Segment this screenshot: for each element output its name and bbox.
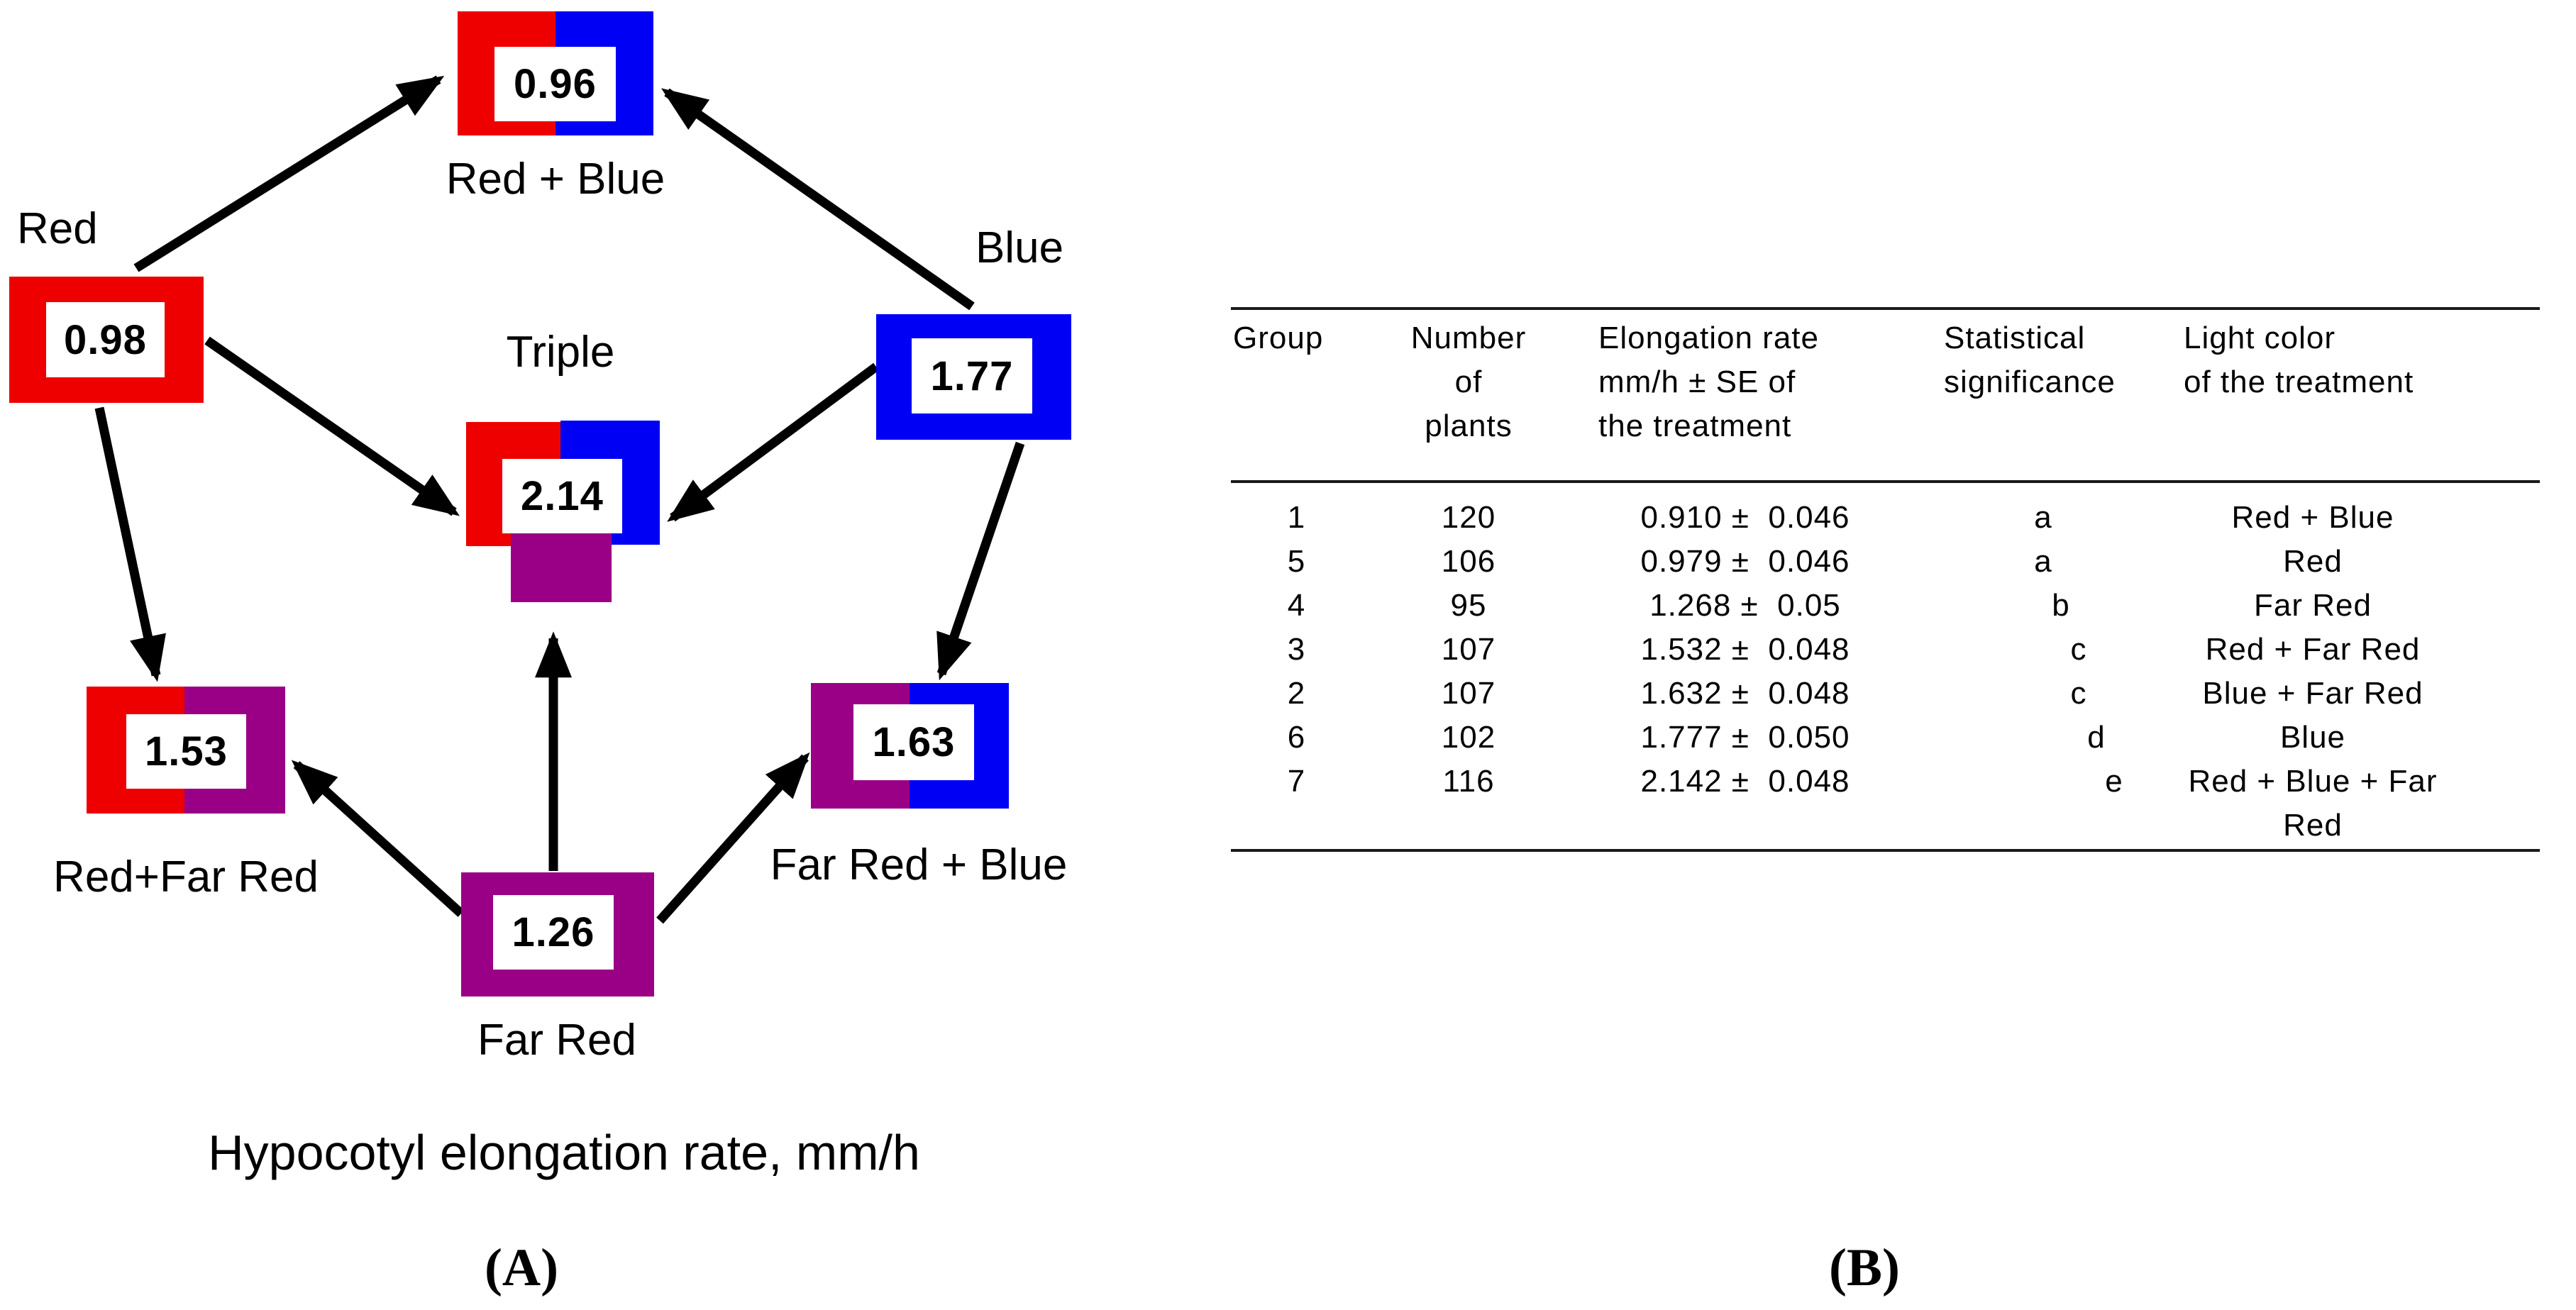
cell-significance: a xyxy=(2034,544,2052,579)
arrow-red-to-red-blue xyxy=(133,75,445,272)
cell-significance: a xyxy=(2034,500,2052,535)
node-far-red-blue-value: 1.63 xyxy=(853,704,974,780)
cell-plants: 107 xyxy=(1441,676,1496,711)
cell-plants: 120 xyxy=(1441,500,1496,535)
cell-group: 2 xyxy=(1287,676,1306,711)
node-far-red-blue: 1.63 xyxy=(811,683,1009,809)
node-red-blue-value: 0.96 xyxy=(494,47,616,121)
node-far-red-value: 1.26 xyxy=(493,895,614,970)
node-red-blue-label: Red + Blue xyxy=(446,155,665,204)
table-row: 6 102 1.777 ± 0.050 d Blue xyxy=(1231,716,2540,760)
table-row: 1 120 0.910 ± 0.046 a Red + Blue xyxy=(1231,496,2540,540)
node-red: 0.98 xyxy=(9,277,204,403)
cell-group: 1 xyxy=(1287,500,1306,535)
cell-rate: 0.910 ± 0.046 xyxy=(1640,500,1850,535)
header-plants: Number of plants xyxy=(1410,321,1527,443)
panel-a-label: (A) xyxy=(484,1238,559,1297)
cell-light-color: Far Red xyxy=(2254,588,2372,623)
cell-light-color: Blue xyxy=(2279,720,2346,755)
node-blue: 1.77 xyxy=(876,314,1071,440)
table-row: 3 107 1.532 ± 0.048 c Red + Far Red xyxy=(1231,628,2540,672)
arrow-red-to-red-far-red xyxy=(94,406,166,682)
node-triple: 2.14 xyxy=(466,421,660,603)
cell-rate: 1.532 ± 0.048 xyxy=(1640,632,1850,667)
cell-significance: d xyxy=(2087,720,2106,755)
table-row: 5 106 0.979 ± 0.046 a Red xyxy=(1231,540,2540,584)
node-red-label: Red xyxy=(17,204,98,253)
cell-significance: e xyxy=(2105,764,2123,799)
node-far-red-label: Far Red xyxy=(477,1016,636,1065)
node-blue-value: 1.77 xyxy=(912,338,1032,413)
cell-significance: c xyxy=(2070,676,2087,711)
table-row: 7 116 2.142 ± 0.048 e Red + Blue + Far R… xyxy=(1231,760,2540,843)
table-body: 1 120 0.910 ± 0.046 a Red + Blue 5 106 0… xyxy=(1231,496,2540,843)
node-triple-value: 2.14 xyxy=(502,459,622,533)
arrow-blue-to-triple xyxy=(667,362,879,522)
node-far-red: 1.26 xyxy=(461,872,654,997)
cell-group: 5 xyxy=(1287,544,1306,579)
arrow-far-red-to-far-red-blue xyxy=(656,752,810,924)
node-red-value: 0.98 xyxy=(46,302,165,377)
arrow-far-red-to-red-far-red xyxy=(291,760,465,917)
cell-group: 7 xyxy=(1287,764,1306,799)
cell-light-color: Red + Far Red xyxy=(2205,632,2421,667)
node-blue-label: Blue xyxy=(975,223,1064,272)
cell-group: 6 xyxy=(1287,720,1306,755)
cell-significance: c xyxy=(2070,632,2087,667)
node-triple-label: Triple xyxy=(506,328,615,377)
arrow-blue-to-red-blue xyxy=(661,88,975,311)
node-far-red-blue-label: Far Red + Blue xyxy=(770,840,1068,889)
cell-significance: b xyxy=(2052,588,2070,623)
table-rule-top xyxy=(1231,307,2540,310)
cell-light-color: Red + Blue xyxy=(2231,500,2394,535)
cell-plants: 116 xyxy=(1442,764,1495,799)
purple-swatch xyxy=(511,533,612,602)
cell-group: 3 xyxy=(1287,632,1306,667)
table-rule-bottom xyxy=(1231,849,2540,852)
cell-rate: 0.979 ± 0.046 xyxy=(1640,544,1850,579)
node-red-far-red-label: Red+Far Red xyxy=(53,853,319,901)
cell-plants: 95 xyxy=(1450,588,1487,623)
node-red-far-red: 1.53 xyxy=(87,687,285,814)
header-rate: Elongation rate mm/h ± SE of the treatme… xyxy=(1598,321,1819,443)
cell-group: 4 xyxy=(1287,588,1306,623)
cell-plants: 102 xyxy=(1441,720,1496,755)
results-table: Group Number of plants Elongation rate m… xyxy=(1231,307,2540,860)
node-red-far-red-value: 1.53 xyxy=(126,714,246,789)
header-light-color: Light color of the treatment xyxy=(2184,321,2414,399)
table-row: 2 107 1.632 ± 0.048 c Blue + Far Red xyxy=(1231,672,2540,716)
cell-plants: 107 xyxy=(1441,632,1496,667)
header-significance: Statistical significance xyxy=(1944,321,2116,399)
cell-rate: 1.777 ± 0.050 xyxy=(1640,720,1850,755)
node-red-blue: 0.96 xyxy=(458,11,653,135)
table-rule-header xyxy=(1231,480,2540,483)
diagram-caption: Hypocotyl elongation rate, mm/h xyxy=(208,1125,920,1180)
header-group: Group xyxy=(1233,321,1324,355)
table-header-row: Group Number of plants Elongation rate m… xyxy=(1231,316,2540,448)
cell-light-color: Blue + Far Red xyxy=(2202,676,2423,711)
cell-plants: 106 xyxy=(1441,544,1496,579)
cell-rate: 1.632 ± 0.048 xyxy=(1640,676,1850,711)
cell-rate: 2.142 ± 0.048 xyxy=(1640,764,1850,799)
cell-light-color: Red xyxy=(2283,544,2343,579)
arrow-red-to-triple xyxy=(204,336,460,516)
cell-light-color: Red + Blue + Far Red xyxy=(2188,764,2438,843)
table-row: 4 95 1.268 ± 0.05 b Far Red xyxy=(1231,584,2540,628)
cell-rate: 1.268 ± 0.05 xyxy=(1649,588,1841,623)
panel-b-label: (B) xyxy=(1829,1238,1900,1297)
arrow-blue-to-far-red-blue xyxy=(936,441,1025,681)
